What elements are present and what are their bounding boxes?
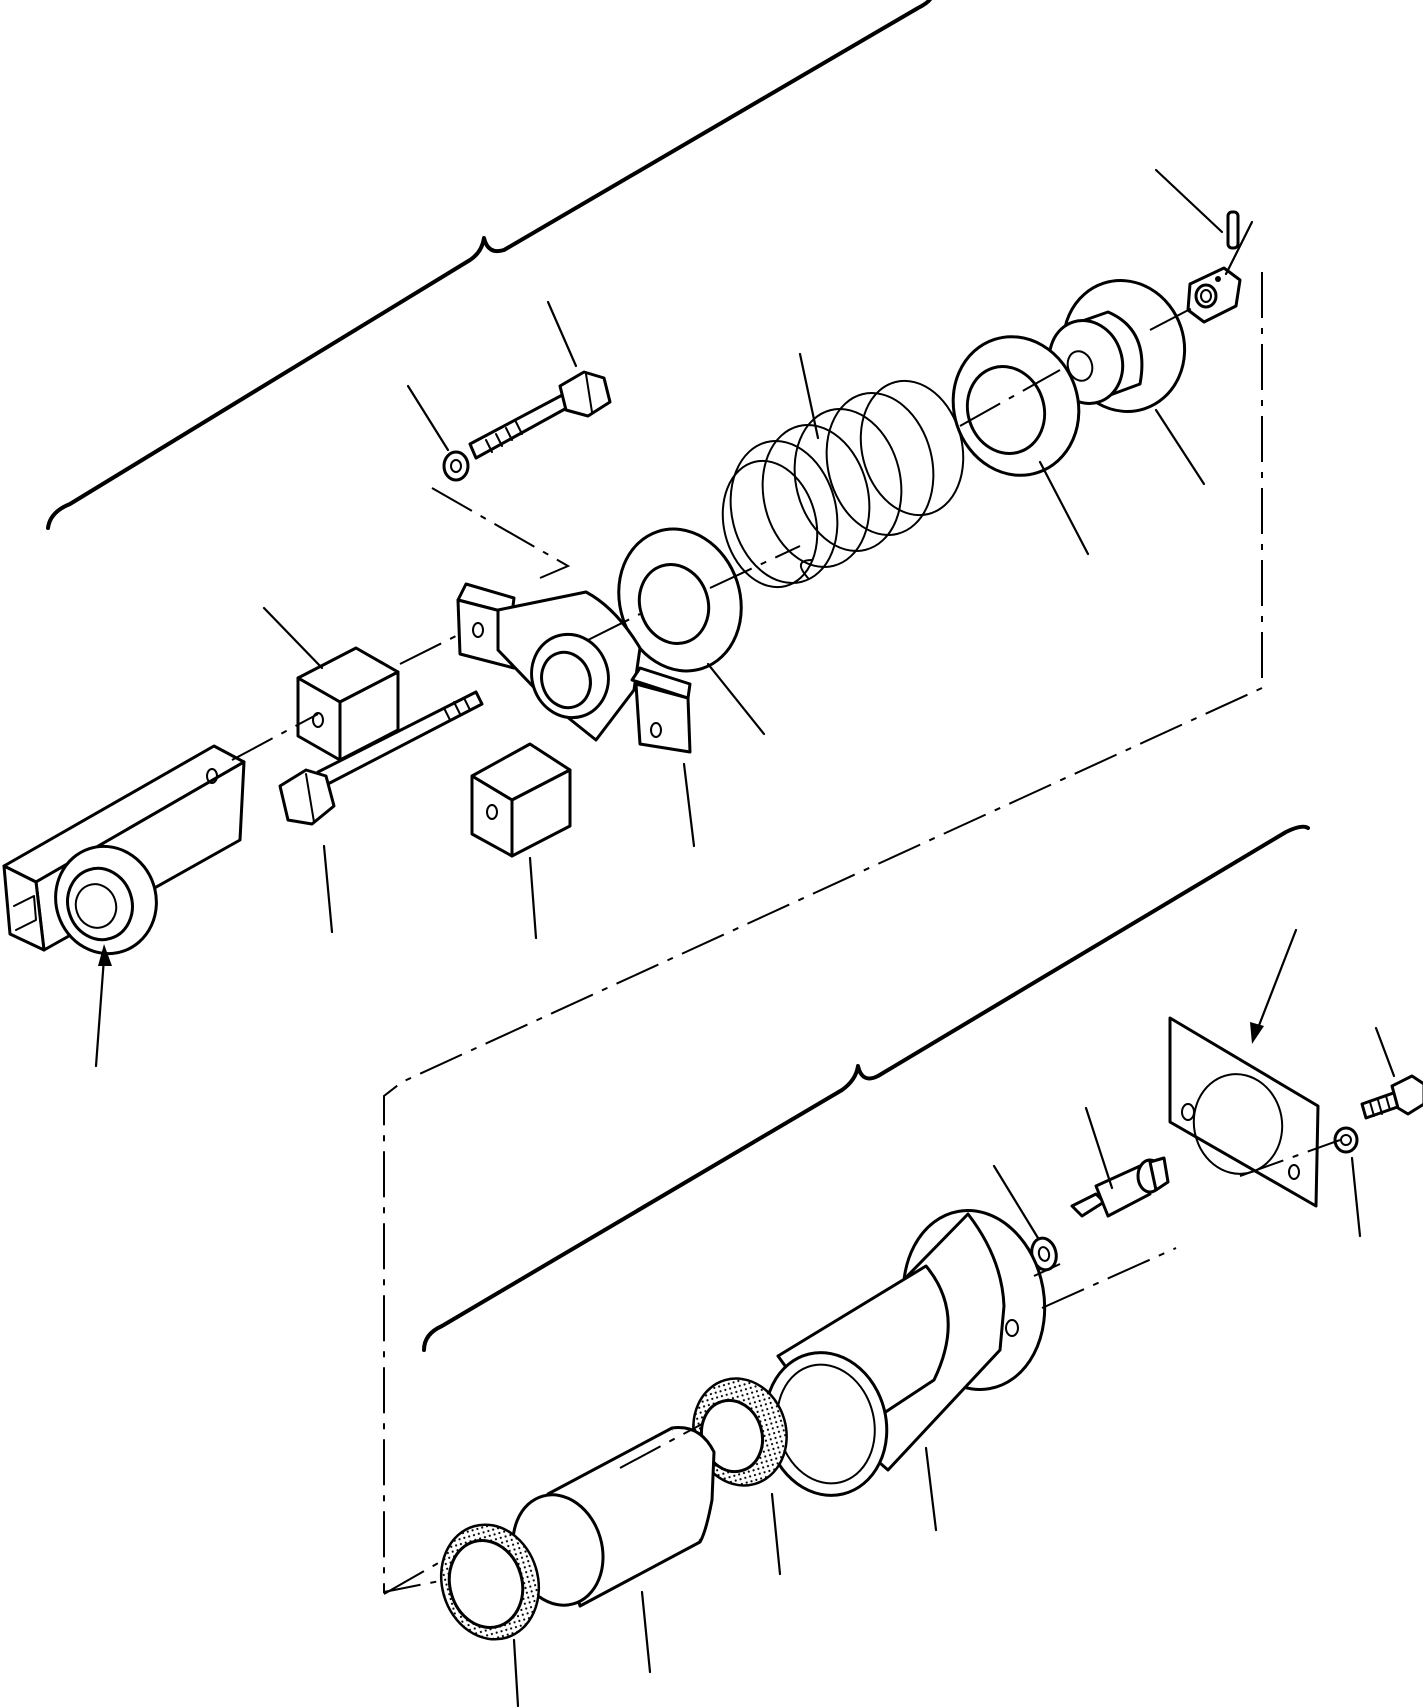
cylinder-housing xyxy=(763,1209,1047,1497)
washer-upper-leader xyxy=(1038,460,1090,556)
seal-mid-leader xyxy=(770,1492,782,1576)
reference-arrow-track-frame xyxy=(94,944,112,1068)
center-line-upper xyxy=(231,305,1197,761)
bolt-lower-leader xyxy=(1374,1026,1396,1078)
bolt-upper-leader xyxy=(546,300,578,368)
block-upper-leader xyxy=(262,606,324,670)
spring-pin-leader xyxy=(1154,168,1224,234)
upper-assembly-brace xyxy=(46,0,933,530)
center-line-lower xyxy=(383,1139,1341,1595)
long-bolt-leader xyxy=(322,844,334,934)
lock-washer-lower-right xyxy=(1333,1126,1359,1154)
grease-fitting-leader xyxy=(1084,1106,1114,1190)
bolt-lower xyxy=(1360,1074,1423,1120)
seal-mid xyxy=(692,1377,788,1487)
bolt-upper xyxy=(468,370,612,460)
lock-washer-lower-right-leader xyxy=(1350,1156,1362,1238)
washer-mid xyxy=(617,527,743,673)
spring-leader xyxy=(798,352,820,440)
lock-washer-lower-mid-leader xyxy=(992,1164,1040,1240)
long-bolt xyxy=(278,690,484,826)
grease-fitting xyxy=(1070,1156,1170,1218)
yoke-leader xyxy=(682,762,696,848)
yoke xyxy=(456,582,692,754)
nut-leader xyxy=(1224,220,1254,276)
track-frame xyxy=(2,744,246,956)
lower-assembly-brace xyxy=(422,824,1310,1352)
spring xyxy=(721,379,965,589)
piston-leader xyxy=(640,1590,652,1674)
seal-lower-leader xyxy=(512,1638,520,1708)
nut xyxy=(1186,266,1242,324)
reference-arrow-cover-plate xyxy=(1250,928,1298,1044)
block-lower xyxy=(470,742,572,858)
cylinder-housing-leader xyxy=(924,1446,938,1532)
cover-plate xyxy=(1168,1016,1320,1208)
lock-washer-upper xyxy=(442,450,470,482)
block-lower-leader xyxy=(528,856,538,940)
spring-pin xyxy=(1226,210,1240,250)
seal-lower xyxy=(439,1523,541,1641)
spring-seat-leader xyxy=(1154,408,1206,486)
washer-mid-leader xyxy=(706,662,766,736)
upper-assembly-outline xyxy=(383,272,1263,1594)
lock-washer-upper-leader xyxy=(406,384,450,452)
